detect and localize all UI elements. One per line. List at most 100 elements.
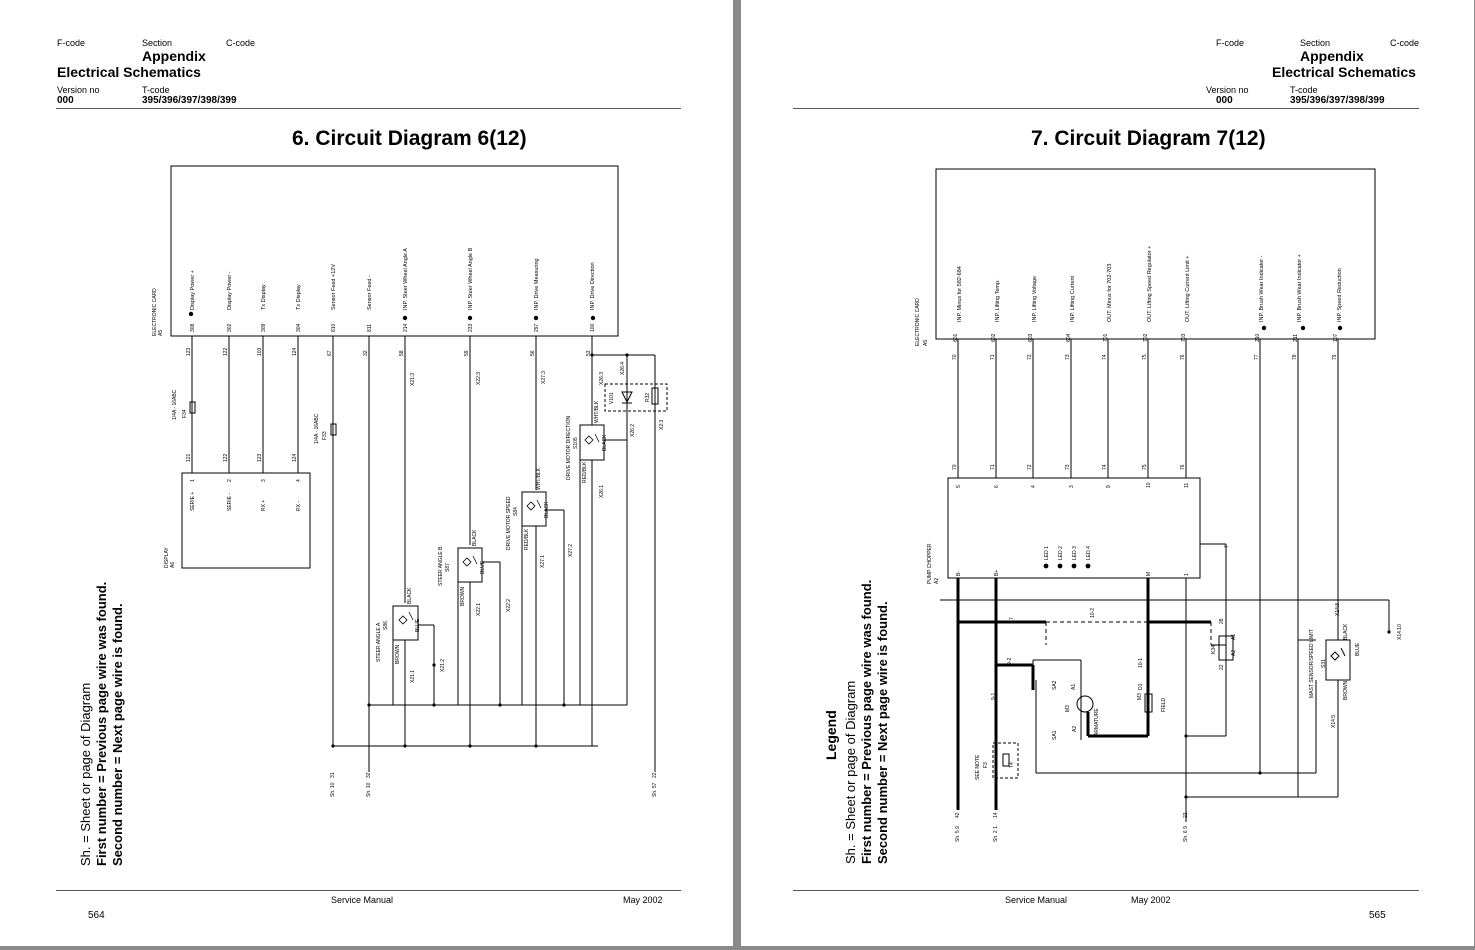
connector-label: X22:3 [476, 372, 482, 385]
card-signal-label: Sensor Feed - [367, 275, 373, 310]
header-rule [56, 108, 681, 109]
fuse-element: T4 [1009, 762, 1015, 768]
tcode-value: 395/396/397/398/399 [142, 95, 237, 106]
card-label: ELECTRONIC CARD [152, 288, 158, 336]
led-label: LED 3 [1072, 546, 1078, 560]
sensor-ref: S84 [513, 507, 519, 516]
card-signal-label: INP. Speed Reduction [1337, 268, 1343, 322]
chopper-pin: 9 [1106, 485, 1112, 488]
fcode-label: F-code [1216, 38, 1245, 48]
footer-manual: Service Manual [1005, 895, 1068, 905]
display-wire-number: 122 [223, 453, 229, 462]
header-rule [793, 108, 1419, 109]
card-signal-label: OUT. Lifting Speed Regulator + [1147, 246, 1153, 322]
sheet-ref: Sh. 5 9 [955, 826, 961, 842]
wire-number: 78 [1292, 354, 1298, 360]
wire-number: 58 [399, 350, 405, 356]
fuse-label: 1/4A - 16ABC [172, 389, 178, 420]
chopper-wire-number: 75 [1142, 464, 1148, 470]
sensor-ref: S87 [445, 563, 451, 572]
wire-number: 70 [952, 354, 958, 360]
page-title: 6. Circuit Diagram 6(12) [292, 127, 527, 150]
card-designator: A5 [923, 340, 929, 346]
connector-label: X27:1 [540, 555, 546, 568]
wire-number: 74 [1102, 354, 1108, 360]
wire-color: BROWN [460, 586, 466, 606]
wire-color: WHT/BLK [536, 467, 542, 490]
sheet-ref: Sh. 2 1 [993, 826, 999, 842]
card-signal-label: INP. Lifting Voltage [1032, 276, 1038, 322]
wire-mark: 10-2 [1090, 608, 1096, 618]
connector-label: X2:3 [659, 419, 665, 430]
chopper-wire-number: 76 [1180, 464, 1186, 470]
display-pin-label: RX - [296, 501, 302, 511]
sensor-ref: S86 [383, 621, 389, 630]
sheet-ref-number: 22 [652, 772, 658, 778]
legend-title: Legend [823, 710, 839, 760]
footer-manual: Service Manual [331, 895, 394, 905]
wire-number: 72 [1027, 354, 1033, 360]
wire-number: 77 [1254, 354, 1260, 360]
wire-number: 123 [186, 347, 192, 356]
connector-label: X27:2 [568, 544, 574, 557]
motor-field: FIELD [1161, 697, 1167, 712]
chopper-wire-number: 73 [1065, 464, 1071, 470]
card-designator: A5 [158, 330, 164, 336]
fuse-ref: F33 [322, 431, 328, 440]
resistor-ref: R32 [645, 393, 651, 402]
wire-number: 67 [327, 350, 333, 356]
card-pin-number: 297 [534, 323, 540, 332]
chopper-pin: B+ [994, 570, 1000, 576]
footer-rule [793, 890, 1419, 891]
wire-color: RED/BLK [582, 461, 588, 483]
sensor-name: STEER ANGLE A [376, 622, 382, 662]
electronic-card-box [170, 165, 619, 337]
chopper-pin: 1 [1184, 573, 1190, 576]
ccode-label: C-code [1390, 38, 1420, 48]
left-page: F-code Section C-code Appendix Electrica… [0, 0, 733, 946]
sheet-ref: Sh. 57 [652, 782, 658, 797]
section-label: Section [142, 38, 173, 48]
motor-armature: ARMATURE [1094, 708, 1100, 736]
led-label: LED 2 [1058, 546, 1064, 560]
connector-label: X27:3 [541, 371, 547, 384]
sensor-a-box [392, 605, 419, 641]
card-pin-number: 107 [1333, 333, 1339, 342]
card-pin-number: 603 [1028, 333, 1034, 342]
sheet-ref-number: 32 [366, 772, 372, 778]
card-label: ELECTRONIC CARD [915, 298, 921, 346]
card-pin-number: 601 [953, 333, 959, 342]
led-label: LED 4 [1086, 546, 1092, 560]
drive-speed-box [521, 491, 547, 527]
fcode-label: F-code [57, 38, 86, 48]
legend-line-3: Second number = Next page wire is found. [875, 601, 890, 864]
card-signal-label: INP. Brush Wear Indicator + [1297, 254, 1303, 322]
tcode-label: T-code [142, 85, 170, 95]
card-pin-number: 304 [296, 323, 302, 332]
drive-direction-box [579, 424, 605, 461]
sensor-name: DRIVE MOTOR SPEED [506, 496, 512, 550]
connector-label: X14:10 [1397, 624, 1403, 640]
legend: Sh. = Sheet or page of Diagram First num… [843, 580, 891, 864]
wire-mark: 10-1 [1138, 658, 1144, 668]
version-value: 000 [57, 95, 74, 106]
wire-number: 59 [464, 350, 470, 356]
wire-color: BLACK [472, 529, 478, 546]
display-pin-number: 1 [190, 479, 196, 482]
sensor-name: STEER ANGLE B [438, 546, 444, 586]
display-designator: A6 [170, 562, 176, 568]
display-wire-number: 121 [186, 453, 192, 462]
sensor-b-box [457, 547, 483, 583]
motor-terminal: SA1 [1052, 730, 1058, 740]
motor-terminal: A2 [1072, 726, 1078, 732]
wire-mark: 9-1 [991, 693, 997, 700]
display-pin-number: 2 [227, 479, 233, 482]
legend-line-3: Second number = Next page wire is found. [110, 603, 125, 866]
sheet-ref-number: 22 [1183, 812, 1189, 818]
section-value: Appendix [142, 48, 206, 64]
wire-color: BLUE [480, 560, 486, 574]
sheet-ref: Sh. 10 [366, 782, 372, 797]
wire-number: 71 [990, 354, 996, 360]
motor-terminal: D1 [1138, 683, 1144, 690]
chopper-pin: 10 [1146, 482, 1152, 488]
